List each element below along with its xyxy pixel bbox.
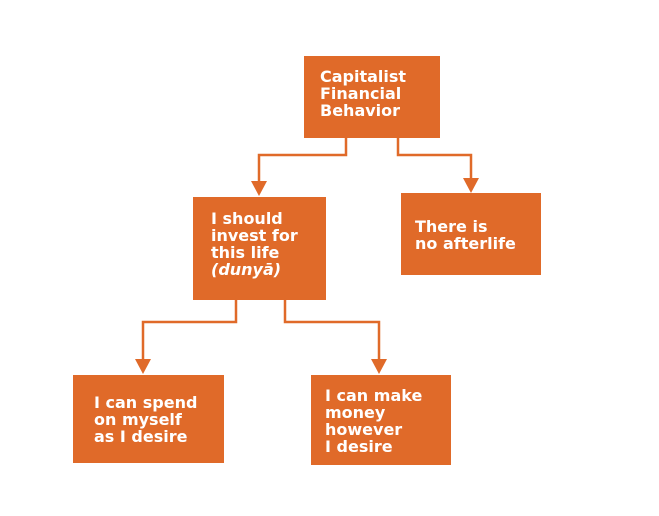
- node-text-line: this life: [211, 243, 280, 262]
- node-text-line: on myself: [94, 410, 182, 429]
- node-text-line: no afterlife: [415, 234, 516, 253]
- node-text-line: invest for: [211, 226, 298, 245]
- node-text-line: There is: [415, 217, 488, 236]
- node-make-money: I can make money however I desire: [311, 375, 451, 465]
- node-invest-for-this-life: I should invest for this life (dunyā): [193, 197, 326, 300]
- node-no-afterlife: There is no afterlife: [401, 193, 541, 275]
- arrowhead-spend: [135, 359, 151, 374]
- node-capitalist-financial-behavior: Capitalist Financial Behavior: [304, 56, 440, 138]
- node-spend-on-myself: I can spend on myself as I desire: [73, 375, 224, 463]
- node-text-line: as I desire: [94, 427, 188, 446]
- node-text-line: I should: [211, 209, 283, 228]
- node-text-line: Financial: [320, 84, 402, 103]
- connector-invest-to-money: [283, 300, 381, 362]
- node-text-line: Capitalist: [320, 67, 407, 86]
- node-text-line-dunya: (dunyā): [211, 260, 282, 279]
- connector-invest-to-spend: [141, 300, 238, 362]
- node-text-line: however: [325, 420, 403, 439]
- arrowhead-afterlife: [463, 178, 479, 193]
- connector-root-to-afterlife: [396, 138, 473, 181]
- node-text-line: I can make: [325, 386, 423, 405]
- arrowhead-money: [371, 359, 387, 374]
- node-text-line: Behavior: [320, 101, 401, 120]
- node-text-line: I can spend: [94, 393, 198, 412]
- node-text-line: money: [325, 403, 386, 422]
- node-text-line: I desire: [325, 437, 393, 456]
- connector-root-to-invest: [257, 138, 348, 184]
- arrowhead-invest: [251, 181, 267, 196]
